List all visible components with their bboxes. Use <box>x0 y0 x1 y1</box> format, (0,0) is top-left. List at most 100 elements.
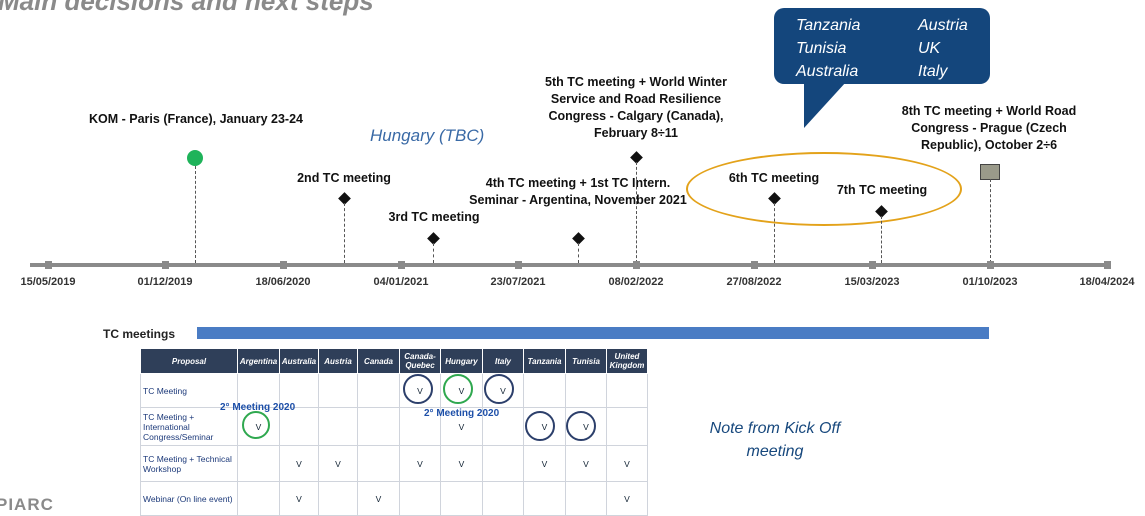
hungary-note: Hungary (TBC) <box>370 126 485 145</box>
header-australia: Australia <box>279 348 319 374</box>
candidate-1: Tanzania <box>796 17 861 34</box>
tick-label-2: 18/06/2020 <box>255 276 311 288</box>
tick-1 <box>162 261 169 269</box>
tick-8 <box>987 261 994 269</box>
table-cell: V <box>565 445 607 482</box>
tick-4 <box>515 261 522 269</box>
table-cell <box>237 481 280 516</box>
circle-tunisia <box>566 411 596 441</box>
event-6th: 6th TC meeting <box>728 171 820 185</box>
tc-meetings-bar <box>197 327 989 339</box>
candidate-3: Tunisia <box>796 40 847 57</box>
kickoff-note: Note from Kick Off meeting <box>709 420 841 460</box>
candidate-4: UK <box>918 40 941 57</box>
table-row: TC Meeting + Technical Workshop V V V V … <box>140 445 648 482</box>
candidate-5: Australia <box>796 63 859 80</box>
dash-3rd <box>433 243 434 263</box>
header-tanzania: Tanzania <box>523 348 566 374</box>
header-canada: Canada <box>357 348 400 374</box>
table-cell <box>606 407 648 446</box>
table-cell <box>523 373 566 408</box>
dash-7th <box>881 216 882 263</box>
candidate-6: Italy <box>918 63 948 80</box>
dash-5th <box>636 162 637 263</box>
table-cell <box>357 407 400 446</box>
row-label: TC Meeting + Technical Workshop <box>140 445 238 482</box>
header-hungary: Hungary <box>440 348 483 374</box>
table-cell <box>237 445 280 482</box>
table-row: TC Meeting V V V <box>140 373 648 408</box>
timeline-axis <box>30 263 1110 267</box>
event-4th: 4th TC meeting + 1st TC Intern. Seminar … <box>469 176 687 207</box>
table-cell <box>565 481 607 516</box>
event-kom: KOM - Paris (France), January 23-24 <box>89 112 303 126</box>
table-row: Webinar (On line event) V V V <box>140 481 648 516</box>
table-cell <box>318 481 358 516</box>
header-tunisia: Tunisia <box>565 348 607 374</box>
table-cell: V <box>440 445 483 482</box>
dash-4th <box>578 243 579 263</box>
table-cell <box>357 373 400 408</box>
tick-9 <box>1104 261 1111 269</box>
tick-7 <box>869 261 876 269</box>
tick-label-5: 08/02/2022 <box>608 276 664 288</box>
tick-label-0: 15/05/2019 <box>20 276 76 288</box>
row-label: TC Meeting <box>140 373 238 408</box>
kom-marker <box>187 150 203 166</box>
tick-3 <box>398 261 405 269</box>
dash-2nd <box>344 203 345 263</box>
dash-6th <box>774 203 775 263</box>
tick-6 <box>751 261 758 269</box>
circle-tanzania <box>525 411 555 441</box>
circle-argentina <box>242 411 270 439</box>
table-cell: V <box>523 445 566 482</box>
header-argentina: Argentina <box>237 348 280 374</box>
bubble-tail <box>804 82 846 128</box>
flag-icon <box>980 164 1000 180</box>
tick-5 <box>633 261 640 269</box>
table-cell: V <box>399 445 441 482</box>
event-5th: 5th TC meeting + World Winter Service an… <box>545 75 727 140</box>
table-cell <box>279 407 319 446</box>
tick-label-6: 27/08/2022 <box>726 276 782 288</box>
candidate-2: Austria <box>918 17 968 34</box>
tick-label-8: 01/10/2023 <box>962 276 1018 288</box>
table-cell <box>399 407 441 446</box>
table-cell <box>482 445 524 482</box>
table-cell <box>440 481 483 516</box>
kom-dash <box>195 166 196 263</box>
dash-8th <box>990 179 991 263</box>
candidate-bubble: Tanzania Austria Tunisia UK Australia It… <box>774 8 990 84</box>
tick-2 <box>280 261 287 269</box>
event-7th: 7th TC meeting <box>836 183 928 197</box>
tick-0 <box>45 261 52 269</box>
table-cell: V <box>606 445 648 482</box>
event-3rd: 3rd TC meeting <box>388 210 480 224</box>
header-uk: United Kingdom <box>606 348 648 374</box>
table-cell: V <box>357 481 400 516</box>
tick-label-1: 01/12/2019 <box>137 276 193 288</box>
circle-canada-quebec <box>403 374 433 404</box>
tick-label-4: 23/07/2021 <box>490 276 546 288</box>
table-cell <box>399 481 441 516</box>
table-cell: V <box>279 445 319 482</box>
piarc-logo: PIARC <box>0 495 54 514</box>
tick-label-3: 04/01/2021 <box>373 276 429 288</box>
table-cell <box>606 373 648 408</box>
table-cell <box>523 481 566 516</box>
table-cell <box>357 445 400 482</box>
table-cell: V <box>318 445 358 482</box>
circle-hungary <box>443 374 473 404</box>
row-label: Webinar (On line event) <box>140 481 238 516</box>
table-cell: V <box>606 481 648 516</box>
meeting-2020-hungary: 2° Meeting 2020 <box>424 408 500 419</box>
table-cell <box>318 407 358 446</box>
meeting-2020-argentina: 2° Meeting 2020 <box>220 402 296 413</box>
highlight-ellipse <box>686 152 962 226</box>
circle-italy <box>484 374 514 404</box>
row-label: TC Meeting + International Congress/Semi… <box>140 407 238 446</box>
table-cell <box>482 481 524 516</box>
table-header-row: Proposal Argentina Australia Austria Can… <box>140 348 648 374</box>
event-8th: 8th TC meeting + World Road Congress - P… <box>901 104 1077 152</box>
header-proposal: Proposal <box>140 348 238 374</box>
